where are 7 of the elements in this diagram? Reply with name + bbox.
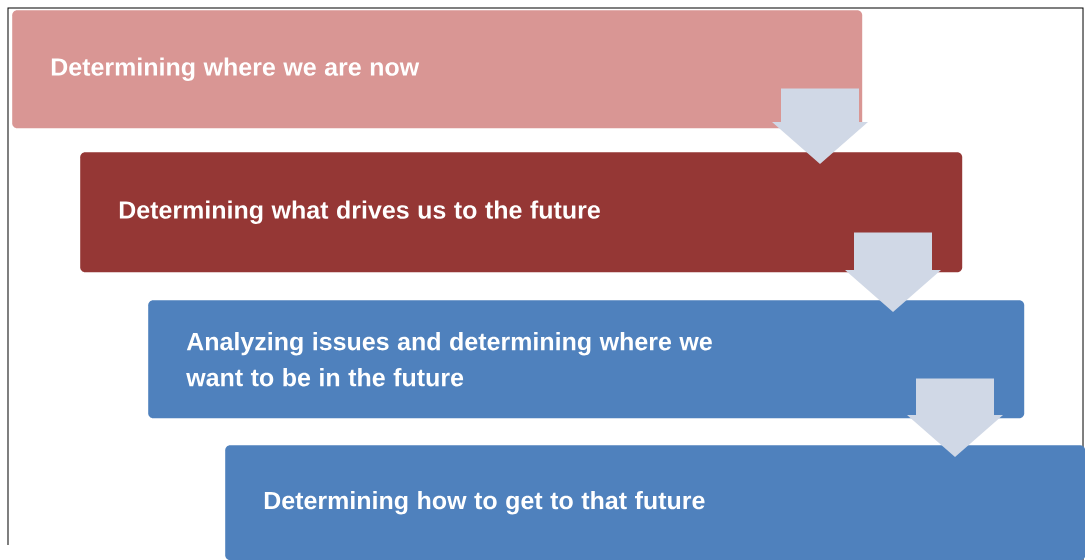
process-box: Analyzing issues and determining where we want to be in the future <box>148 300 1025 419</box>
block-arrow <box>845 232 941 312</box>
process-box: Determining where we are now <box>12 10 863 129</box>
block-arrow <box>772 88 868 164</box>
process-box: Determining what drives us to the future <box>80 152 963 273</box>
block-arrow <box>907 378 1003 457</box>
process-box: Determining how to get to that future <box>225 445 1085 560</box>
